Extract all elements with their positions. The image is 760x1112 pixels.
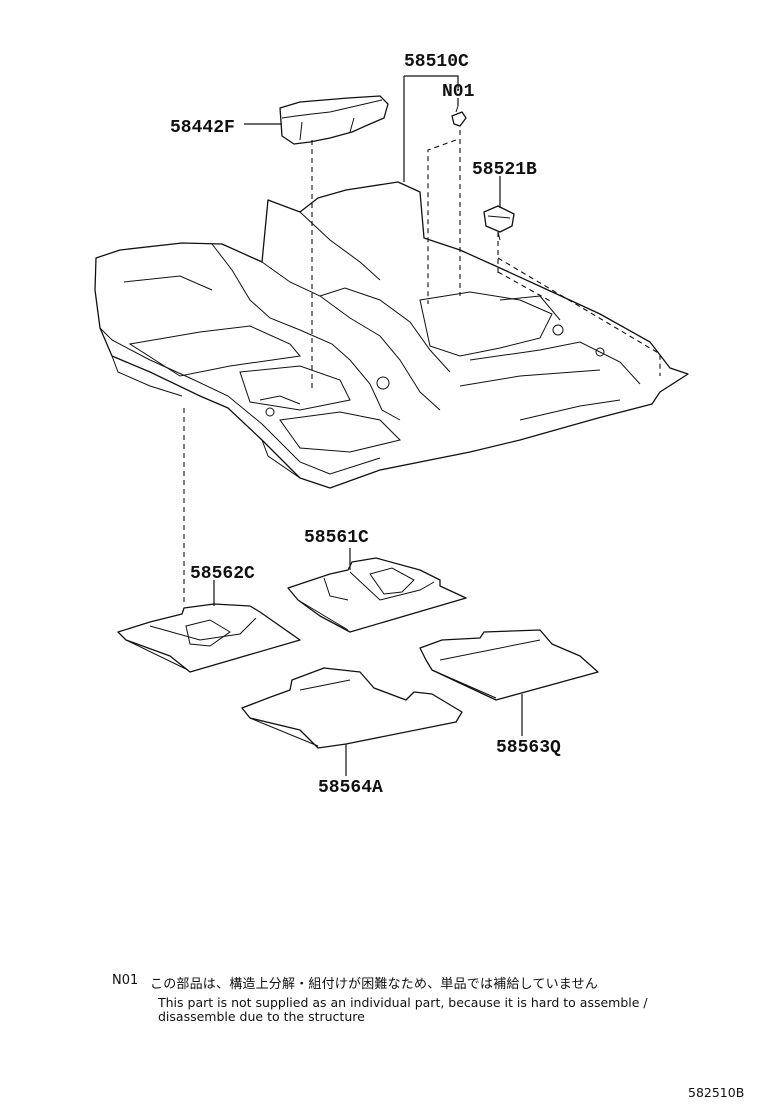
label-58562c: 58562C <box>190 564 255 584</box>
label-58521b: 58521B <box>472 160 537 180</box>
mat-58561c <box>287 557 467 633</box>
dashed-install-lines <box>183 130 661 606</box>
note-english-line-1: This part is not supplied as an individu… <box>158 995 648 1010</box>
note-english-line-2: disassemble due to the structure <box>158 1009 365 1024</box>
mat-58562c <box>117 603 301 673</box>
floor-carpet-58510c <box>94 181 689 489</box>
label-58563q: 58563Q <box>496 738 561 758</box>
clip-n01 <box>451 105 467 127</box>
label-58561c: 58561C <box>304 528 369 548</box>
label-n01: N01 <box>442 82 475 102</box>
note-code: N01 <box>112 973 139 988</box>
note-japanese-text: この部品は、構造上分解・組付けが困難なため、単品では補給していません <box>150 977 599 992</box>
mat-58563q <box>419 629 599 701</box>
mat-58564a <box>241 667 463 749</box>
label-58564a: 58564A <box>318 778 383 798</box>
label-58510c: 58510C <box>404 52 469 72</box>
figure-id: 582510B <box>688 1085 745 1100</box>
cover-58442f <box>279 95 389 145</box>
clip-58521b <box>483 205 515 241</box>
leader-lines <box>213 75 523 776</box>
label-58442f: 58442F <box>170 118 235 138</box>
